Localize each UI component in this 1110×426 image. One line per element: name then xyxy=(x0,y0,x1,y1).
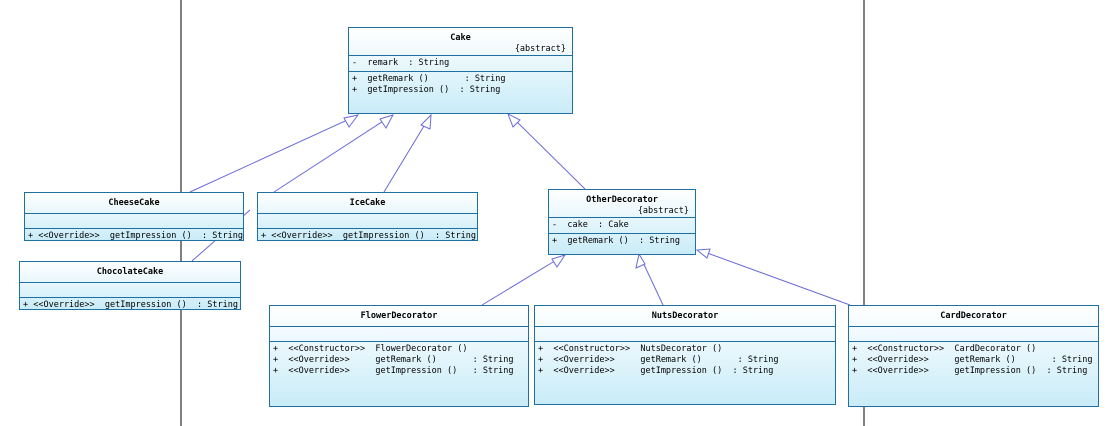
operations-compartment: + <<Constructor>> CardDecorator () + <<O… xyxy=(849,341,1098,379)
operation-row: + <<Constructor>> CardDecorator () xyxy=(852,344,1037,354)
operation-row: + <<Override>> getRemark () : String xyxy=(273,355,514,365)
class-name: CardDecorator xyxy=(940,311,1007,321)
class-name: Cake xyxy=(450,33,471,43)
generalization-chocolatecake-cake-upper xyxy=(273,115,392,193)
operation-row: + getRemark () : String xyxy=(552,236,680,246)
attributes-compartment xyxy=(849,326,1098,341)
operation-row: + <<Override>> getRemark () : String xyxy=(538,355,779,365)
attributes-compartment xyxy=(25,213,243,228)
class-name: FlowerDecorator xyxy=(360,311,438,321)
class-carddecorator[interactable]: CardDecorator + <<Constructor>> CardDeco… xyxy=(848,305,1099,407)
operations-compartment: + <<Override>> getImpression () : String xyxy=(258,228,477,244)
class-name: CheeseCake xyxy=(108,198,160,208)
generalization-otherdecorator-cake xyxy=(510,115,586,190)
arrowhead-card xyxy=(695,248,711,259)
operations-compartment: + <<Constructor>> NutsDecorator () + <<O… xyxy=(535,341,835,379)
operation-row: + <<Constructor>> NutsDecorator () xyxy=(538,344,723,354)
class-otherdecorator[interactable]: OtherDecorator {abstract} - cake : Cake … xyxy=(548,189,696,255)
operation-row: + getImpression () : String xyxy=(352,85,501,95)
operations-compartment: + <<Override>> getImpression () : String xyxy=(20,297,240,313)
operation-row: + <<Override>> getRemark () : String xyxy=(852,355,1093,365)
operations-compartment: + getRemark () : String xyxy=(549,233,695,249)
abstract-stereotype: {abstract} xyxy=(637,206,689,216)
arrowhead-flower xyxy=(551,254,567,268)
attributes-compartment xyxy=(270,326,528,341)
class-nutsdecorator[interactable]: NutsDecorator + <<Constructor>> NutsDeco… xyxy=(534,305,836,405)
arrowhead-icecake xyxy=(420,113,432,130)
arrowhead-nuts xyxy=(635,252,646,269)
arrowhead-chocolatecake xyxy=(379,114,395,129)
arrowhead-otherdecorator xyxy=(507,112,521,128)
attributes-compartment xyxy=(535,326,835,341)
operation-row: + <<Override>> getImpression () : String xyxy=(538,366,774,376)
attribute-row: - cake : Cake xyxy=(552,220,629,230)
operations-compartment: + <<Constructor>> FlowerDecorator () + <… xyxy=(270,341,528,379)
abstract-stereotype: {abstract} xyxy=(514,44,566,54)
generalization-cheesecake-cake xyxy=(189,115,357,193)
class-name: IceCake xyxy=(349,198,386,208)
operation-row: + <<Override>> getImpression () : String xyxy=(852,366,1088,376)
operation-row: + <<Override>> getImpression () : String xyxy=(261,231,476,241)
class-icecake[interactable]: IceCake + <<Override>> getImpression () … xyxy=(257,192,478,241)
operations-compartment: + <<Override>> getImpression () : String xyxy=(25,228,243,244)
attributes-compartment: - remark : String xyxy=(349,55,572,71)
generalization-icecake-cake xyxy=(383,115,431,193)
operations-compartment: + getRemark () : String + getImpression … xyxy=(349,71,572,98)
class-name: ChocolateCake xyxy=(96,267,164,277)
generalization-card-otherdecorator xyxy=(698,249,851,306)
class-cake[interactable]: Cake {abstract} - remark : String + getR… xyxy=(348,27,573,114)
class-flowerdecorator[interactable]: FlowerDecorator + <<Constructor>> Flower… xyxy=(269,305,529,407)
class-name: OtherDecorator xyxy=(586,195,658,205)
attributes-compartment xyxy=(20,282,240,297)
operation-row: + <<Override>> getImpression () : String xyxy=(28,231,243,241)
attributes-compartment: - cake : Cake xyxy=(549,217,695,233)
arrowhead-cheesecake xyxy=(343,114,360,128)
operation-row: + <<Override>> getImpression () : String xyxy=(273,366,514,376)
operation-row: + <<Override>> getImpression () : String xyxy=(23,300,238,310)
operation-row: + <<Constructor>> FlowerDecorator () xyxy=(273,344,468,354)
attribute-row: - remark : String xyxy=(352,58,450,68)
operation-row: + getRemark () : String xyxy=(352,74,506,84)
class-name: NutsDecorator xyxy=(651,311,719,321)
class-cheesecake[interactable]: CheeseCake + <<Override>> getImpression … xyxy=(24,192,244,241)
attributes-compartment xyxy=(258,213,477,228)
class-chocolatecake[interactable]: ChocolateCake + <<Override>> getImpressi… xyxy=(19,261,241,310)
generalization-flower-otherdecorator xyxy=(481,255,564,306)
